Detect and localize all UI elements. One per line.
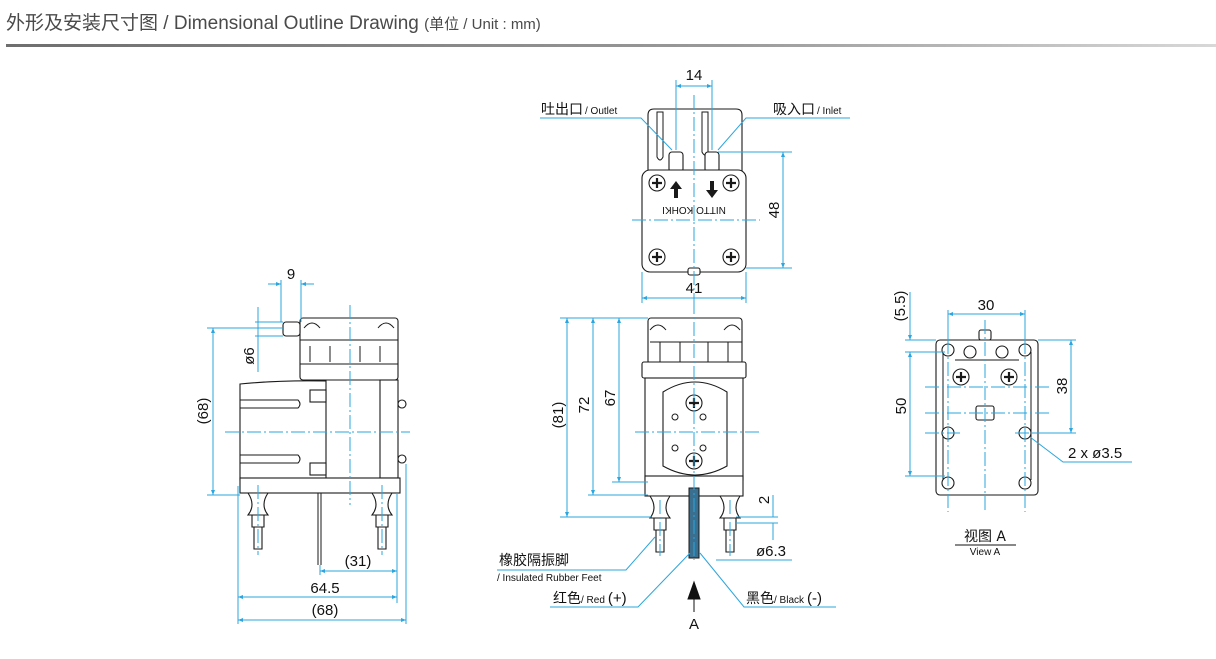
- dim-foot-dia: ø6.3: [756, 543, 786, 560]
- dim-cable: (31): [345, 553, 372, 570]
- screw-icon: [647, 247, 667, 267]
- red-wire-label: 红色/ Red(+): [553, 590, 627, 607]
- header-divider: [6, 44, 1216, 47]
- dim-30: 30: [978, 297, 995, 314]
- dim-2: 2: [756, 496, 773, 504]
- top-view: NITTO KOHKI 14 48 41 吐出口/ Outlet 吸入口/ In…: [540, 67, 850, 303]
- arrow-up-icon: [670, 181, 682, 198]
- dim-overall-81: (81): [550, 402, 567, 429]
- dim-side-height: (68): [195, 398, 212, 425]
- dim-port-length: 9: [287, 266, 295, 283]
- dim-50: 50: [893, 398, 910, 415]
- dim-mount: 64.5: [310, 580, 339, 597]
- dim-38: 38: [1054, 378, 1071, 395]
- view-a-caption-en: View A: [970, 547, 1001, 558]
- screw-icon: [999, 367, 1019, 387]
- screw-icon: [951, 367, 971, 387]
- pump-upper-body: [647, 108, 743, 172]
- outlet-label: 吐出口/ Outlet: [541, 102, 617, 118]
- inlet-label: 吸入口/ Inlet: [773, 102, 842, 118]
- dim-total: (68): [312, 602, 339, 619]
- page-title: 外形及安装尺寸图 / Dimensional Outline Drawing (…: [6, 8, 541, 38]
- screw-icon: [647, 173, 667, 193]
- screw-icon: [721, 173, 741, 193]
- title-cn: 外形及安装尺寸图: [6, 12, 159, 34]
- arrow-down-icon: [706, 181, 718, 198]
- dim-67: 67: [602, 390, 619, 407]
- view-a: 30 (5.5) 50 38 2 x ø3.5 视图 A View A: [892, 291, 1132, 558]
- title-en: / Dimensional Outline Drawing: [158, 13, 425, 34]
- side-view: 9 ø6 (68) (31) 64.5 (68): [195, 266, 410, 624]
- screw-icon: [721, 247, 741, 267]
- hole-callout: 2 x ø3.5: [1068, 445, 1122, 462]
- inlet-port: [704, 151, 720, 173]
- dim-5-5: (5.5): [892, 291, 909, 322]
- cable: [317, 493, 322, 565]
- dim-height-48: 48: [766, 202, 783, 219]
- view-a-marker: A: [689, 616, 699, 633]
- view-a-caption: 视图 A: [964, 529, 1006, 545]
- rubber-feet-label-en: / Insulated Rubber Feet: [497, 573, 602, 584]
- dim-72: 72: [576, 397, 593, 414]
- rubber-feet-label: 橡胶隔振脚: [499, 552, 569, 569]
- front-view: (81) 72 67 2 ø6.3 橡胶隔振脚 / Insulated Rubb…: [497, 300, 836, 633]
- outlet-leader: [540, 117, 673, 151]
- dim-width-41: 41: [686, 280, 703, 297]
- black-wire-label: 黑色/ Black(-): [746, 590, 822, 607]
- unit-label: (单位 / Unit : mm): [424, 16, 541, 33]
- view-a-arrow-icon: [687, 580, 701, 612]
- outlet-port: [668, 151, 684, 173]
- inlet-leader: [717, 117, 850, 151]
- dim-port-dia: ø6: [241, 347, 258, 365]
- side-base: [239, 477, 401, 494]
- dim-port-pitch: 14: [686, 67, 703, 84]
- pump-head: [662, 381, 728, 476]
- port-nozzle: [282, 321, 301, 337]
